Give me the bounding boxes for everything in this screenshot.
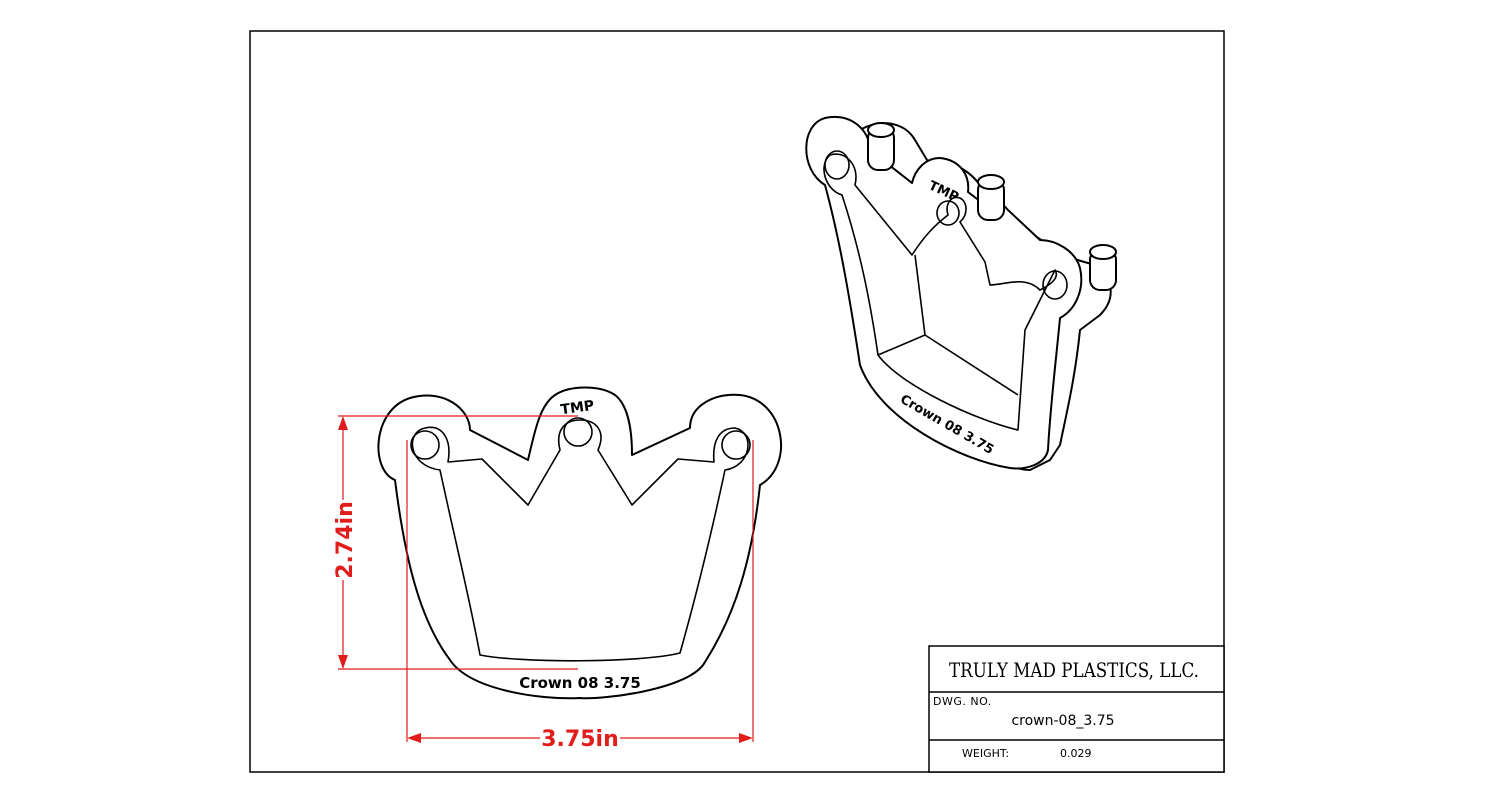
- dwg-no-value: crown-08_3.75: [1011, 713, 1114, 729]
- iso-inner-edge: [914, 254, 926, 336]
- iso-stud-left: [867, 122, 895, 171]
- title-block: TRULY MAD PLASTICS, LLC. DWG. NO. crown-…: [928, 645, 1225, 773]
- height-arrow-bottom: [338, 655, 348, 669]
- dimension-height: 2.74in: [330, 415, 578, 670]
- iso-inner-floor-1: [877, 334, 926, 356]
- stud-hole-left: [410, 430, 440, 460]
- iso-hole-left: [824, 150, 850, 180]
- front-emboss-top: TMP: [560, 398, 596, 419]
- stud-hole-center: [563, 417, 593, 447]
- width-dimension-label: 3.75in: [541, 727, 618, 752]
- iso-stud-right: [1089, 244, 1117, 291]
- front-view: TMP Crown 08 3.75: [377, 386, 782, 700]
- iso-hole-center: [936, 200, 960, 226]
- iso-stud-center: [977, 174, 1005, 221]
- crown-outer-outline: [377, 386, 782, 700]
- front-emboss-bottom: Crown 08 3.75: [519, 674, 641, 692]
- company-name: TRULY MAD PLASTICS, LLC.: [949, 658, 1199, 682]
- iso-inner-floor-2: [924, 334, 1019, 396]
- height-arrow-top: [338, 416, 348, 430]
- iso-hole-right: [1042, 270, 1068, 300]
- weight-value: 0.029: [1060, 747, 1092, 760]
- height-dimension-label: 2.74in: [333, 501, 358, 578]
- width-arrow-left: [407, 733, 421, 743]
- dwg-no-label: DWG. NO.: [933, 695, 992, 708]
- title-block-frame: [928, 645, 1225, 773]
- stud-hole-right: [721, 430, 751, 460]
- dimension-width: 3.75in: [406, 440, 754, 752]
- weight-label: WEIGHT:: [962, 747, 1009, 760]
- iso-front-inner: [823, 153, 1058, 431]
- isometric-view: TMP Crown 08 3.75: [805, 115, 1117, 471]
- crown-inner-outline: [411, 419, 749, 662]
- width-arrow-right: [739, 733, 753, 743]
